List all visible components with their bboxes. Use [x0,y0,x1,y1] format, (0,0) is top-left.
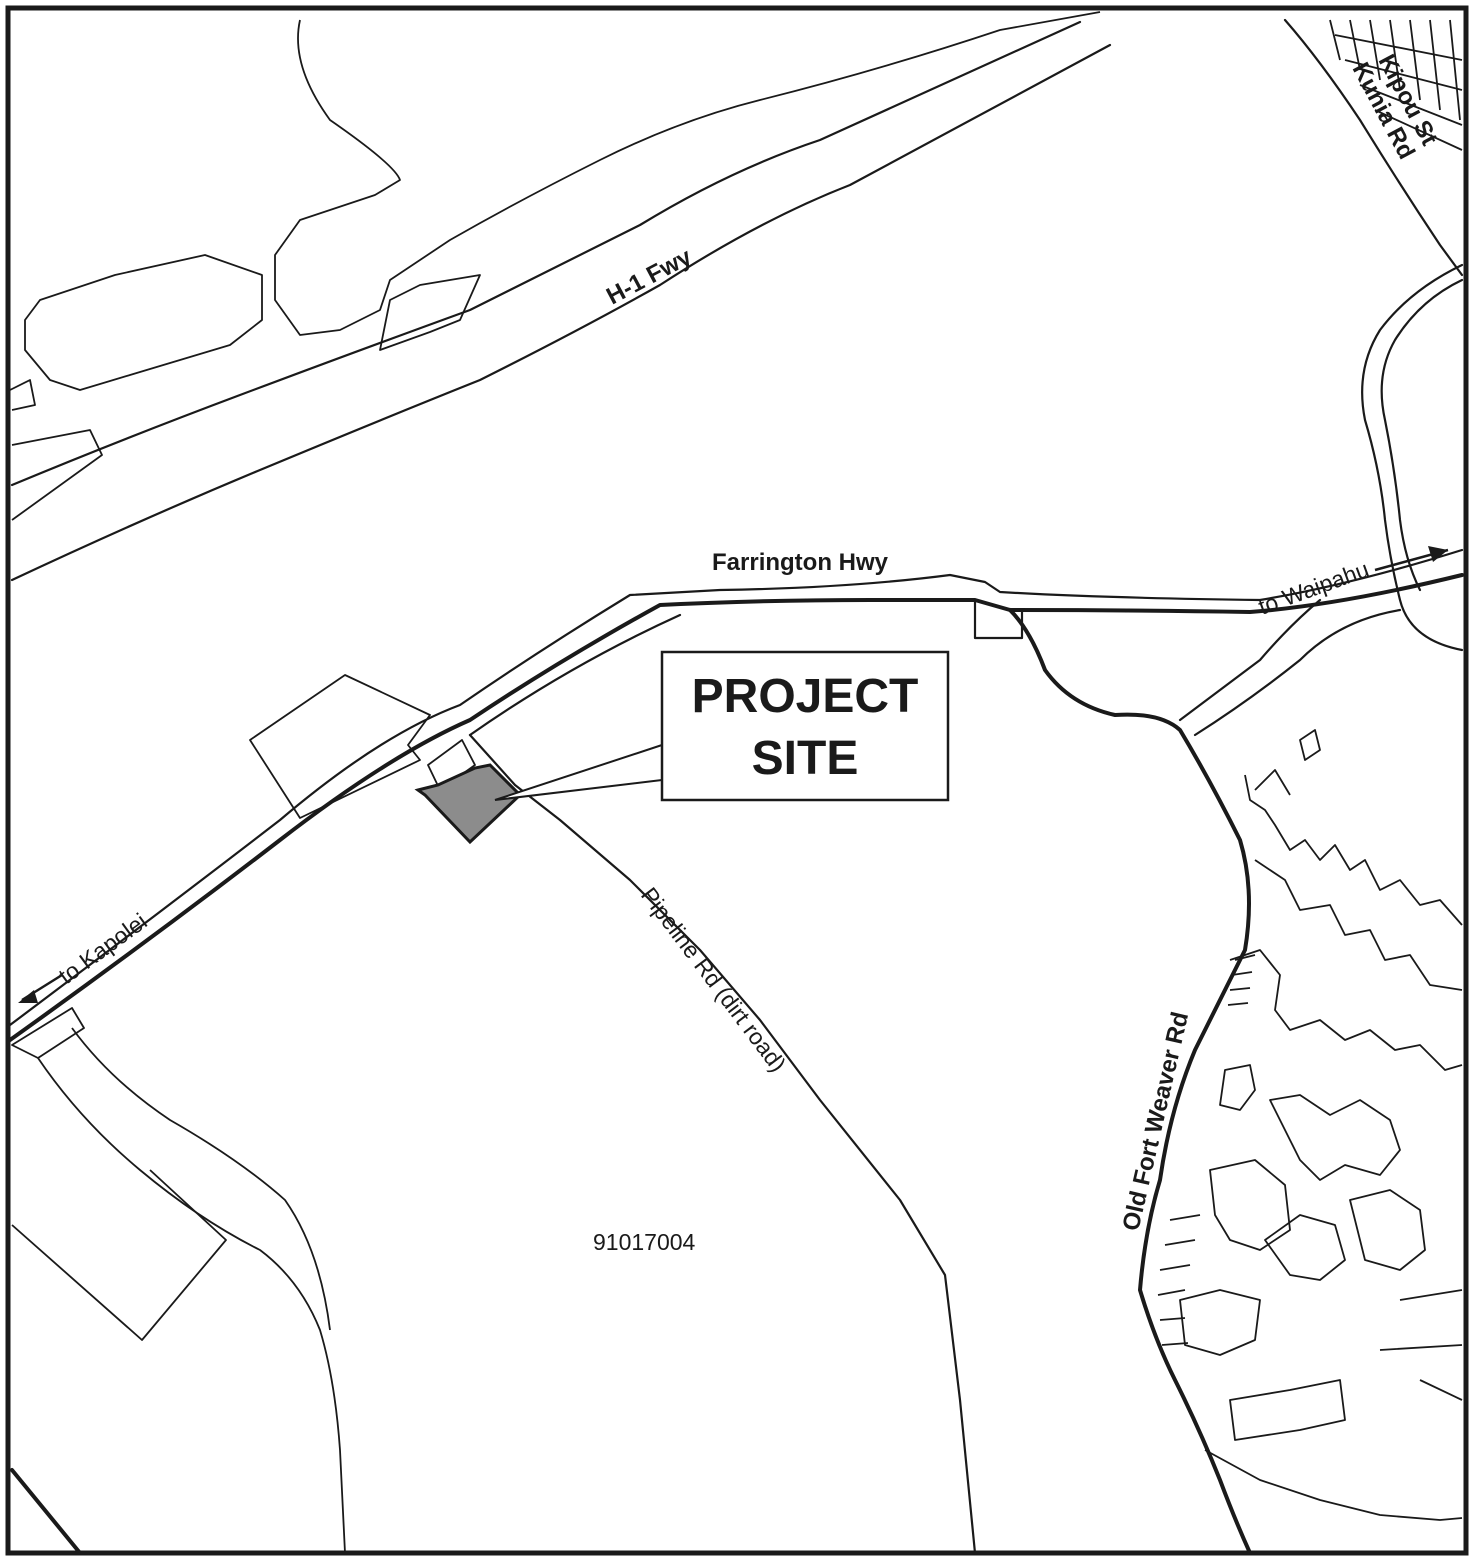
farrington-highway [8,548,1464,1042]
direction-arrows [18,546,1449,1003]
east-subdivision [1157,729,1463,1521]
project-site-shape [414,763,523,845]
label-farrington-hwy: Farrington Hwy [712,549,889,576]
callout-line2: SITE [752,732,859,785]
h1-freeway [10,20,1112,582]
map-border [5,5,1469,1556]
southwest-lots [10,674,431,1555]
label-parcel-number: 91017004 [593,1229,696,1255]
pipeline-road [468,733,977,1555]
project-site-parcel [414,739,523,845]
old-fort-weaver-road [973,598,1402,1555]
label-h1-fwy: H-1 Fwy [602,243,696,310]
callout-pointer [494,744,663,801]
northwest-lots [9,11,1101,521]
arrow-right-icon [1428,546,1448,562]
callout-box [660,650,950,802]
label-to-waipahu: to Waipahu [1255,556,1372,620]
kunia-area [1283,18,1464,652]
arrow-left-icon [18,990,38,1003]
callout-line1: PROJECT [692,670,919,723]
project-site-callout: PROJECT SITE [494,650,950,802]
label-pipeline-rd: Pipeline Rd (dirt road) [636,882,791,1076]
